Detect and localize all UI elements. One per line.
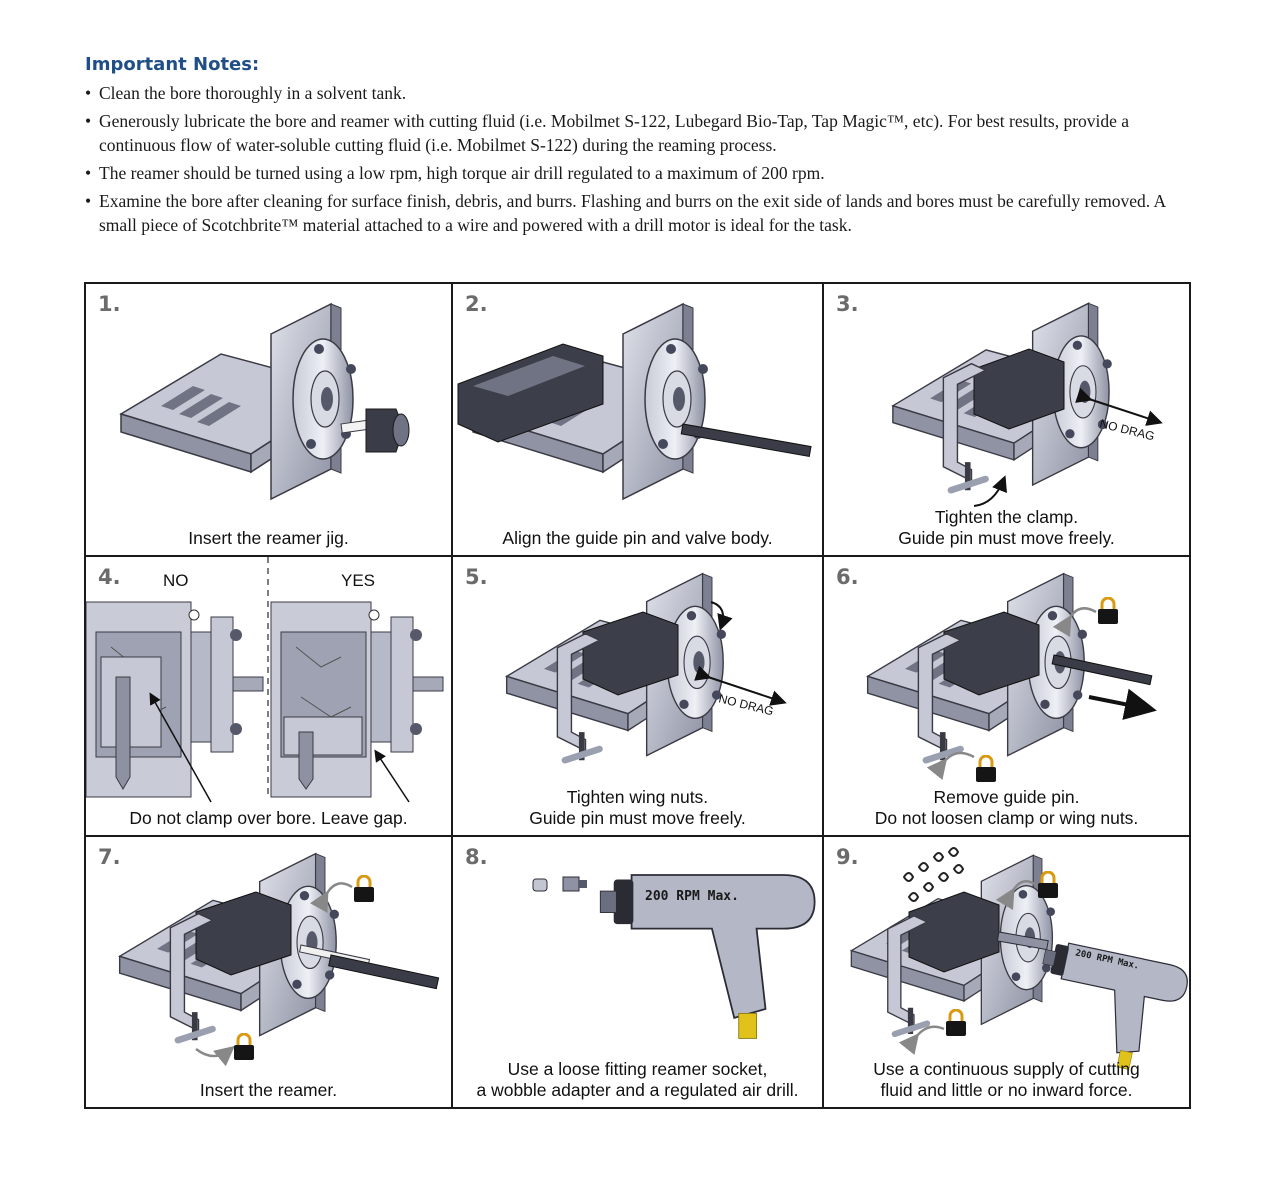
step-2: 2. Align the guide pin and valve body. [453, 284, 824, 557]
air-drill-illustration: 200 RPM Max. [532, 874, 816, 1040]
step-1: 1. Insert the reamer jig. [86, 284, 453, 557]
step-caption: Do not clamp over bore. Leave gap. [129, 808, 408, 828]
step-caption: Align the guide pin and valve body. [502, 528, 773, 548]
step-6: 6. Remove guide pin.Do not loosen clamp … [824, 557, 1189, 837]
step-number: 1. [98, 292, 121, 316]
step-caption: Insert the reamer. [199, 1080, 338, 1100]
guide-pin-illustration [457, 303, 812, 500]
step-number: 6. [836, 565, 859, 589]
no-drag-label: NO DRAG [1098, 416, 1156, 443]
step-9: 200 RPM Max. 9. Use a continuous supply … [824, 837, 1189, 1107]
step-4: 4. NO YES Do not clamp over bore. Leave … [86, 557, 453, 837]
wing-nuts-illustration: NO DRAG [505, 572, 787, 837]
step-7: 7. Insert the reamer. [86, 837, 453, 1107]
step-number: 7. [98, 845, 121, 869]
fluid-drops [902, 847, 965, 902]
step-number: 5. [465, 565, 488, 589]
step-3: NO DRAG 3. Tighten the clamp.Guide pin m… [824, 284, 1189, 557]
lock-icon [1036, 871, 1060, 899]
note-item: Clean the bore thoroughly in a solvent t… [85, 81, 1195, 105]
step-caption: Remove guide pin.Do not loosen clamp or … [874, 787, 1139, 828]
step-number: 2. [465, 292, 488, 316]
lock-icon [1096, 597, 1120, 625]
insert-reamer-illustration [118, 852, 440, 1067]
reamer-jig-illustration [120, 303, 410, 500]
yes-label: YES [341, 571, 376, 590]
clamp-illustration: NO DRAG [892, 302, 1163, 507]
step-caption: Insert the reamer jig. [188, 528, 349, 548]
notes-title: Important Notes: [85, 54, 260, 75]
note-item: The reamer should be turned using a low … [85, 161, 1195, 185]
note-item: Examine the bore after cleaning for surf… [85, 189, 1195, 237]
step-number: 9. [836, 845, 859, 869]
lock-icon [974, 755, 998, 783]
steps-grid: 1. Insert the reamer jig. 2. Align the g… [84, 282, 1191, 1109]
yes-example [270, 601, 444, 798]
no-label: NO [163, 571, 189, 590]
note-item: Generously lubricate the bore and reamer… [85, 109, 1195, 157]
remove-pin-illustration [866, 572, 1157, 783]
drill-label: 200 RPM Max. [645, 889, 739, 904]
step-number: 8. [465, 845, 488, 869]
step-caption: Tighten wing nuts.Guide pin must move fr… [529, 787, 746, 828]
step-number: 4. [98, 565, 121, 589]
no-example [86, 601, 264, 798]
cutting-fluid-illustration: 200 RPM Max. [850, 847, 1189, 1079]
notes-list: Clean the bore thoroughly in a solvent t… [85, 81, 1195, 237]
step-caption: Tighten the clamp.Guide pin must move fr… [898, 507, 1115, 548]
step-number: 3. [836, 292, 859, 316]
step-8: 200 RPM Max. 8. Use a loose fitting ream… [453, 837, 824, 1107]
step-5: NO DRAG 5. Tighten wing nuts.Guide pin m… [453, 557, 824, 837]
lock-icon [232, 1033, 256, 1061]
clamp-position-comparison [86, 557, 444, 803]
step-caption: Use a loose fitting reamer socket,a wobb… [476, 1059, 799, 1100]
important-notes: Important Notes: Clean the bore thorough… [85, 54, 1195, 241]
lock-icon [352, 875, 376, 903]
lock-icon [944, 1009, 968, 1037]
